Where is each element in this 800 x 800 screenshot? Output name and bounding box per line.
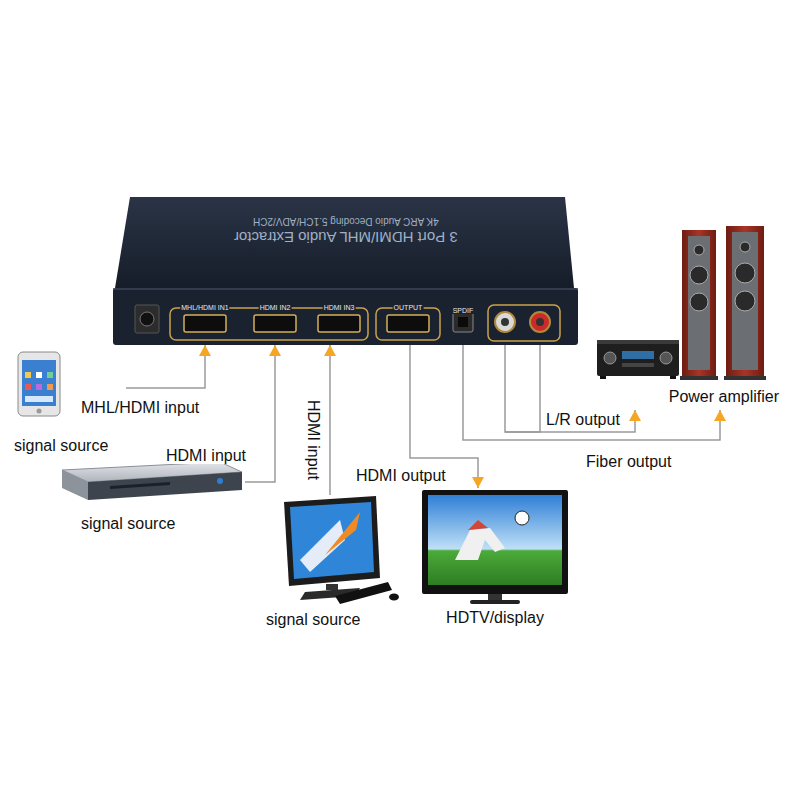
signal-cable	[245, 345, 281, 482]
cable-line	[245, 345, 275, 482]
port-label: SPDIF	[452, 307, 475, 314]
port-label: HDMI IN3	[323, 304, 356, 311]
arrow-head	[199, 345, 211, 356]
player-icon	[62, 462, 242, 500]
speaker-icon	[680, 226, 766, 380]
cable-line	[329, 345, 331, 495]
cable-line	[126, 345, 205, 388]
edge-label-holder: HDMI output	[355, 466, 447, 485]
port-label: OUTPUT	[393, 304, 424, 311]
port-label-holder: SPDIF	[452, 299, 475, 317]
device-caption: signal source	[81, 514, 175, 533]
device-caption: Power amplifier	[669, 387, 779, 406]
cable-line	[505, 345, 635, 432]
arrow-head	[472, 477, 484, 488]
audio-wire	[505, 345, 540, 432]
device-caption: signal source	[14, 436, 108, 455]
device-caption: HDTV/display	[446, 608, 544, 627]
edge-label-holder: Fiber output	[585, 452, 672, 471]
extractor-housing	[113, 197, 578, 345]
edge-label-holder: HDMI input	[165, 446, 247, 465]
device-region: signal source	[8, 348, 126, 458]
connection-label: MHL/HDMI input	[80, 399, 200, 416]
edge-label-holder: HDMI input	[304, 399, 323, 481]
phone-icon	[18, 352, 60, 416]
cable-line	[410, 345, 478, 488]
port-label: MHL/HDMI IN1	[180, 304, 229, 311]
device-node: 3 Port HDMI/MHL Audio Extractor4K ARC Au…	[113, 197, 578, 345]
connection-label: L/R output	[545, 411, 621, 428]
computer-icon	[284, 496, 399, 604]
arrow-head	[324, 345, 336, 356]
device-caption: signal source	[266, 610, 360, 629]
connection-label: HDMI output	[355, 467, 447, 484]
connection-label: HDMI input	[305, 399, 322, 481]
signal-cable	[505, 345, 641, 432]
arrow-head	[714, 410, 726, 421]
edge-label-holder: MHL/HDMI input	[80, 398, 200, 417]
housing-print: 3 Port HDMI/MHL Audio Extractor4K ARC Au…	[234, 215, 458, 247]
device-region: signal source	[262, 495, 395, 632]
port-label-holder: HDMI IN3	[323, 296, 356, 314]
signal-cable	[410, 345, 484, 488]
port-label-holder: HDMI IN2	[259, 296, 292, 314]
arrow-head	[269, 345, 281, 356]
port-label-holder: OUTPUT	[393, 296, 424, 314]
tv-icon	[422, 490, 568, 604]
arrow-head	[629, 410, 641, 421]
product-spec: 4K ARC Audio Decoding 5.1CH/ADV/2CH	[234, 215, 458, 228]
device-region: Power amplifier	[590, 222, 785, 410]
product-name: 3 Port HDMI/MHL Audio Extractor	[234, 228, 458, 247]
port-label-holder: MHL/HDMI IN1	[180, 296, 229, 314]
connection-label: Fiber output	[585, 453, 672, 470]
connection-label: HDMI input	[165, 447, 247, 464]
signal-cable	[126, 345, 211, 388]
amplifier-icon	[597, 340, 679, 379]
port-label: HDMI IN2	[259, 304, 292, 311]
device-region: HDTV/display	[420, 488, 570, 635]
edge-label-holder: L/R output	[545, 410, 621, 429]
device-region: signal source	[55, 458, 245, 536]
signal-cable	[324, 345, 336, 495]
